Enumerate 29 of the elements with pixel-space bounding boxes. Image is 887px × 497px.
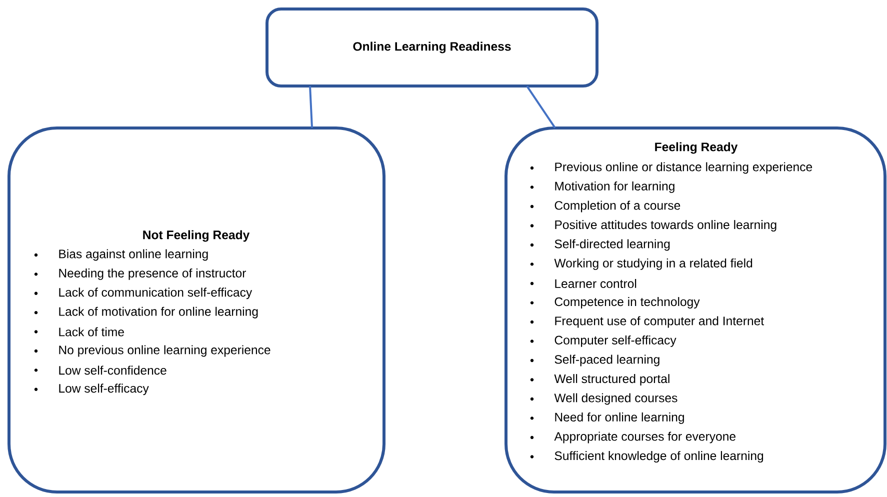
box-heading: Feeling Ready bbox=[655, 142, 738, 154]
list-item: Lack of communication self-efficacy bbox=[59, 288, 252, 300]
list-item: Self-directed learning bbox=[554, 239, 670, 251]
list-item: Positive attitudes towards online learning bbox=[555, 220, 776, 232]
list-item: Low self-efficacy bbox=[59, 384, 149, 396]
list-item: Lack of time bbox=[59, 327, 124, 336]
box-heading: Not Feeling Ready bbox=[143, 230, 250, 242]
list-item: Previous online or distance learning experience bbox=[555, 162, 812, 174]
list-item: Well designed courses bbox=[554, 393, 678, 405]
list-item: Appropriate courses for everyone bbox=[554, 432, 736, 444]
list-item: Computer self-efficacy bbox=[554, 335, 676, 347]
list-item: No previous online learning experience bbox=[59, 345, 270, 357]
connector-line bbox=[309, 86, 313, 128]
list-item: Competence in technology bbox=[554, 297, 700, 309]
list-item: Lack of motivation for online learning bbox=[59, 306, 258, 318]
list-item: Well structured portal bbox=[554, 374, 670, 386]
list-item: Low self-confidence bbox=[59, 366, 166, 375]
list-item: Frequent use of computer and Internet bbox=[555, 316, 764, 328]
list-item: Self-paced learning bbox=[554, 354, 660, 366]
list-item: Bias against online learning bbox=[59, 249, 208, 261]
list-item: Motivation for learning bbox=[555, 181, 674, 193]
list-item: Learner control bbox=[555, 278, 636, 288]
list-item: Need for online learning bbox=[555, 412, 684, 424]
box-title: Online Learning Readiness bbox=[353, 42, 511, 54]
connector-line bbox=[526, 86, 556, 128]
list-item: Needing the presence of instructor bbox=[59, 268, 246, 280]
list-item: Working or studying in a related field bbox=[554, 258, 752, 270]
list-item: Sufficient knowledge of online learning bbox=[554, 451, 764, 463]
list-item: Completion of a course bbox=[554, 200, 680, 212]
